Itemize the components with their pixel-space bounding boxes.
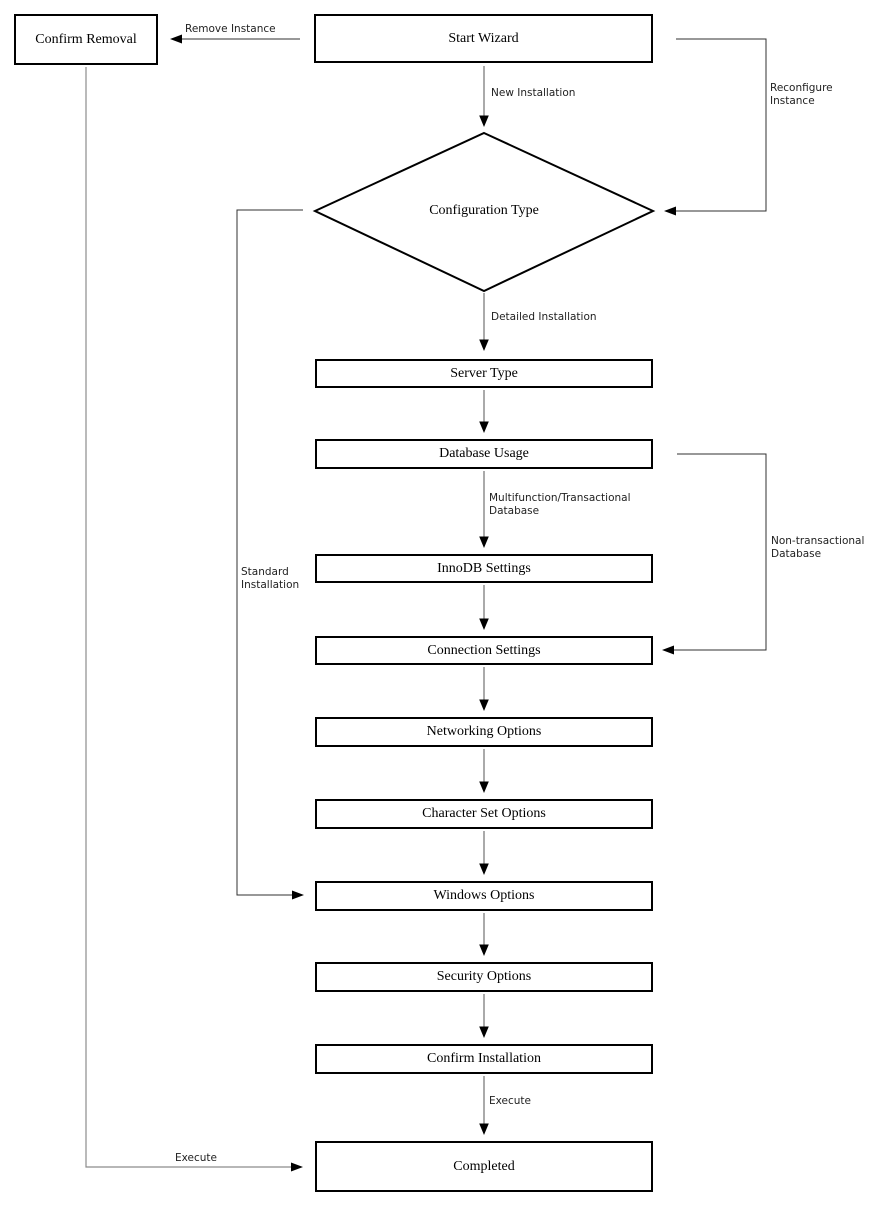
arrowhead [664, 206, 676, 216]
edge-label-line: Instance [770, 95, 815, 107]
edge-line [85, 67, 291, 1168]
edge-line [236, 209, 303, 896]
arrowhead [479, 781, 489, 793]
arrowhead [662, 645, 674, 655]
edge-non-transactional [662, 453, 767, 655]
arrowhead [479, 1123, 489, 1135]
node-security-options: Security Options [315, 962, 653, 992]
edge-label-line: Multifunction/Transactional [489, 492, 631, 504]
node-start-wizard: Start Wizard [314, 14, 653, 63]
node-label: Completed [453, 1158, 515, 1174]
node-label: Confirm Installation [427, 1051, 541, 1066]
node-server-type: Server Type [315, 359, 653, 388]
edge-standard-installation [236, 209, 304, 900]
node-label: Security Options [436, 969, 532, 984]
node-completed: Completed [315, 1141, 653, 1192]
node-label: Confirm Removal [35, 31, 137, 47]
edge-reconfigure-instance [664, 38, 767, 216]
edge-label-detailed-installation: Detailed Installation [491, 311, 597, 324]
node-configuration-type-label: Configuration Type [334, 204, 634, 218]
edge-label-line: Standard [241, 566, 289, 578]
node-label: Start Wizard [448, 30, 519, 46]
node-label: Networking Options [426, 724, 542, 739]
edge-networking-to-charset [479, 749, 489, 793]
edge-label-execute-install: Execute [489, 1095, 531, 1108]
node-windows-options: Windows Options [315, 881, 653, 911]
node-confirm-installation: Confirm Installation [315, 1044, 653, 1074]
edge-label-line: Reconfigure [770, 82, 833, 94]
node-character-set-options: Character Set Options [315, 799, 653, 829]
node-label: Connection Settings [427, 642, 541, 658]
arrowhead [479, 421, 489, 433]
edge-new-installation [479, 66, 489, 127]
node-label: Server Type [450, 365, 518, 381]
edge-label-line: New Installation [491, 87, 576, 99]
edge-execute-install [479, 1076, 489, 1135]
arrowhead [479, 863, 489, 875]
edge-label-reconfigure-instance: Reconfigure Instance [770, 82, 833, 108]
edge-label-line: Non-transactional [771, 535, 865, 547]
edge-label-line: Remove Instance [185, 23, 276, 35]
edge-label-multifunction-transactional: Multifunction/Transactional Database [489, 492, 631, 518]
arrowhead [479, 699, 489, 711]
edge-label-line: Database [771, 548, 822, 560]
edge-charset-to-windows [479, 831, 489, 875]
edge-connection-to-networking [479, 667, 489, 711]
arrowhead [479, 618, 489, 630]
node-label: Windows Options [433, 888, 535, 903]
edge-label-line: Database [489, 505, 540, 517]
node-innodb-settings: InnoDB Settings [315, 554, 653, 583]
node-label: Configuration Type [429, 203, 539, 218]
edge-label-remove-instance: Remove Instance [185, 23, 276, 36]
arrowhead [291, 1162, 303, 1172]
edge-label-line: Execute [175, 1152, 217, 1164]
edge-label-line: Detailed Installation [491, 311, 597, 323]
edge-detailed-installation [479, 293, 489, 351]
node-label: InnoDB Settings [437, 560, 531, 576]
node-connection-settings: Connection Settings [315, 636, 653, 665]
arrowhead [170, 34, 182, 44]
edge-server-to-database [479, 390, 489, 433]
edge-label-standard-installation: Standard Installation [241, 566, 299, 592]
node-label: Database Usage [439, 446, 529, 461]
node-database-usage: Database Usage [315, 439, 653, 469]
node-configuration-type-shape [312, 131, 656, 293]
arrowhead [479, 115, 489, 127]
edge-label-line: Installation [241, 579, 300, 591]
arrowhead [479, 339, 489, 351]
edge-line [676, 38, 767, 212]
edge-label-execute-removal: Execute [175, 1152, 217, 1165]
arrowhead [479, 1026, 489, 1038]
node-label: Character Set Options [422, 806, 546, 821]
arrowhead [479, 536, 489, 548]
edge-label-line: Execute [489, 1095, 531, 1107]
edge-windows-to-security [479, 913, 489, 956]
edge-remove-instance [170, 34, 300, 44]
edge-security-to-confirm [479, 994, 489, 1038]
edge-line [674, 453, 767, 651]
edge-execute-removal [85, 67, 303, 1172]
edge-label-non-transactional: Non-transactional Database [771, 535, 864, 561]
edge-label-new-installation: New Installation [491, 87, 575, 100]
arrowhead [479, 944, 489, 956]
arrowhead [292, 890, 304, 900]
node-networking-options: Networking Options [315, 717, 653, 747]
node-confirm-removal: Confirm Removal [14, 14, 158, 65]
edge-multifunction-transactional [479, 471, 489, 548]
edge-innodb-to-connection [479, 585, 489, 630]
